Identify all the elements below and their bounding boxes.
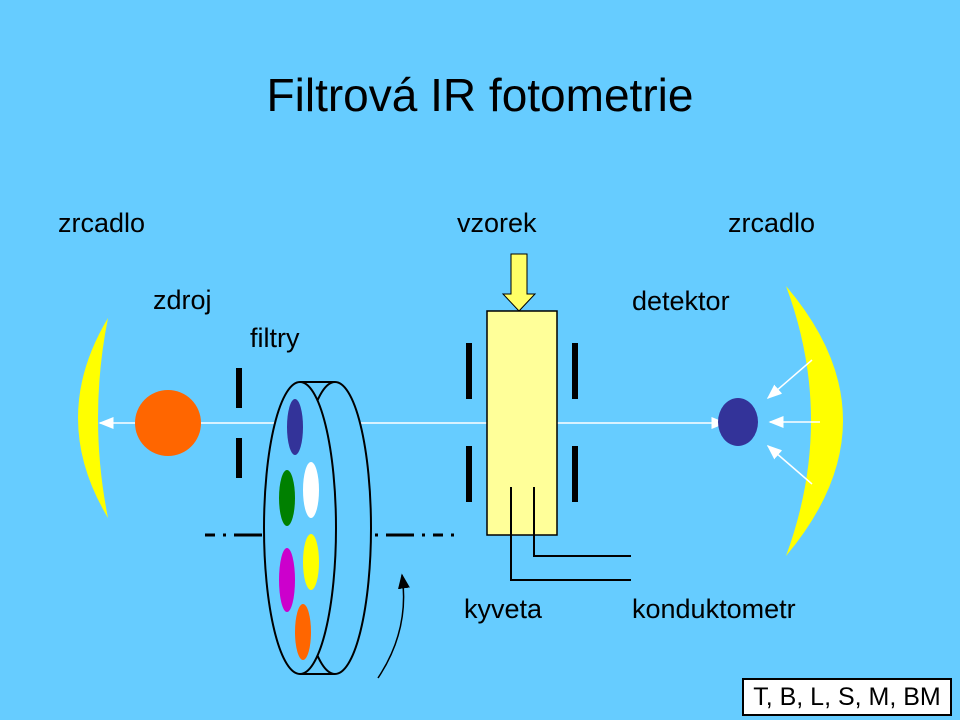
slit-cuvette-left-top xyxy=(466,343,472,399)
label-detector: detektor xyxy=(632,286,730,316)
slit-source-top xyxy=(236,368,242,408)
filter-yellow xyxy=(303,534,319,590)
right-mirror xyxy=(786,286,843,556)
slit-cuvette-right-top xyxy=(572,343,578,399)
sample-arrow-icon xyxy=(501,253,537,312)
label-mirror-left: zrcadlo xyxy=(58,208,146,238)
slit-cuvette-left-bottom xyxy=(466,446,472,502)
filter-wheel-rim xyxy=(300,381,335,675)
rotation-arrow xyxy=(377,573,410,679)
page-title: Filtrová IR fotometrie xyxy=(266,69,694,121)
label-conductometer: konduktometr xyxy=(632,594,796,624)
filter-orange xyxy=(295,604,311,660)
filter-white xyxy=(303,462,319,518)
label-cuvette: kyveta xyxy=(464,594,543,624)
left-mirror xyxy=(78,318,108,518)
reflected-beam-top xyxy=(766,359,813,399)
electrode-wire-outer xyxy=(510,487,631,581)
source-lamp xyxy=(135,390,201,456)
reflected-beam-bottom xyxy=(766,445,813,485)
label-source: zdroj xyxy=(153,285,212,315)
filter-blue xyxy=(287,399,303,455)
footer-authors: T, B, L, S, M, BM xyxy=(753,683,941,711)
label-mirror-right: zrcadlo xyxy=(728,208,816,238)
slit-source-bottom xyxy=(236,438,242,478)
filter-green xyxy=(279,470,295,526)
footer-authors-box: T, B, L, S, M, BM xyxy=(742,678,952,716)
label-sample: vzorek xyxy=(457,208,537,238)
cuvette xyxy=(486,310,558,536)
electrode-wire-inner xyxy=(533,487,631,557)
label-filters: filtry xyxy=(250,323,300,353)
filter-magenta xyxy=(279,548,295,612)
detector xyxy=(718,398,758,446)
slit-cuvette-right-bottom xyxy=(572,446,578,502)
